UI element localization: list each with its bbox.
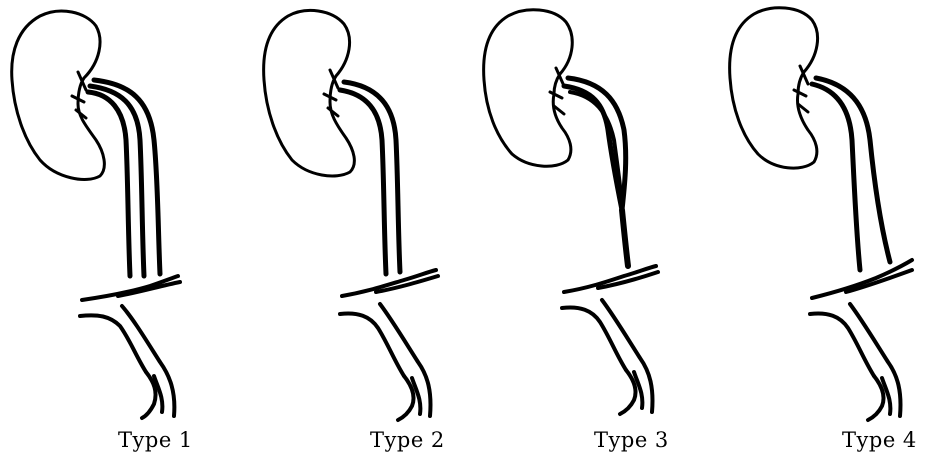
kidney-outline [12,11,105,179]
panel-type-1: Type 1 [0,0,230,460]
panel-type-1-drawing [0,0,230,460]
panel-type-2-drawing [232,0,462,460]
panel-type-4-drawing [700,0,931,460]
panel-type-3-label: Type 3 [594,428,669,452]
panel-type-2: Type 2 [232,0,462,460]
aorta-upper-wall [82,276,178,300]
vessel-common-trunk [622,210,628,266]
vessel-2 [90,86,144,276]
aorta-inner-wall [846,270,912,292]
vessel-1 [88,92,130,276]
iliac-branch-left [398,376,414,420]
renal-hilum-mark [794,66,808,112]
aorta-lower-wall [562,308,626,370]
vessel-3 [570,92,622,210]
aorta-upper-wall [342,270,436,296]
aorta-inner-wall [118,282,180,296]
iliac-branch-right [122,306,174,416]
iliac-branch-left [620,370,636,414]
panel-type-1-label: Type 1 [118,428,193,452]
panel-type-4-label: Type 4 [842,428,917,452]
panel-type-2-label: Type 2 [370,428,445,452]
panel-type-4: Type 4 [700,0,931,460]
kidney-outline [730,8,818,168]
kidney-outline [484,10,573,167]
panel-type-3-drawing [464,0,694,460]
kidney-outline [264,10,355,176]
vessel-1 [340,90,386,274]
iliac-branch-right [602,300,653,412]
iliac-branch-left [868,376,884,420]
iliac-branch-right [380,304,431,416]
iliac-branch-right [850,304,901,416]
vessel-1 [812,84,860,270]
panel-type-3: Type 3 [464,0,694,460]
